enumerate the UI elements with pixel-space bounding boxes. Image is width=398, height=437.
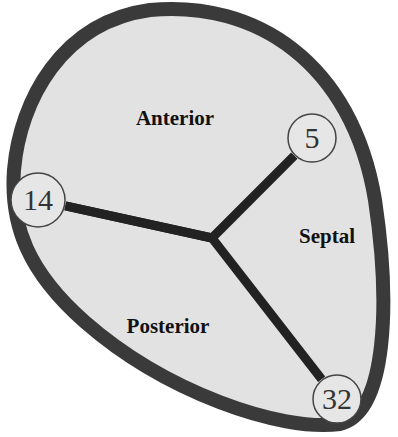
coaptation-line xyxy=(65,206,321,379)
annulus-outline xyxy=(13,9,383,425)
commissure-circle: 5 xyxy=(287,113,337,163)
commissure-circle: 32 xyxy=(312,374,362,424)
callout-number: 5 xyxy=(305,123,320,153)
callout-number: 14 xyxy=(23,185,53,215)
commissure-circle: 14 xyxy=(10,172,66,228)
callout-number: 32 xyxy=(322,384,352,414)
leaflet-label: Anterior xyxy=(136,106,214,131)
coaptation-line xyxy=(65,156,294,238)
leaflet-label: Posterior xyxy=(127,314,210,339)
leaflet-label: Septal xyxy=(299,224,355,249)
